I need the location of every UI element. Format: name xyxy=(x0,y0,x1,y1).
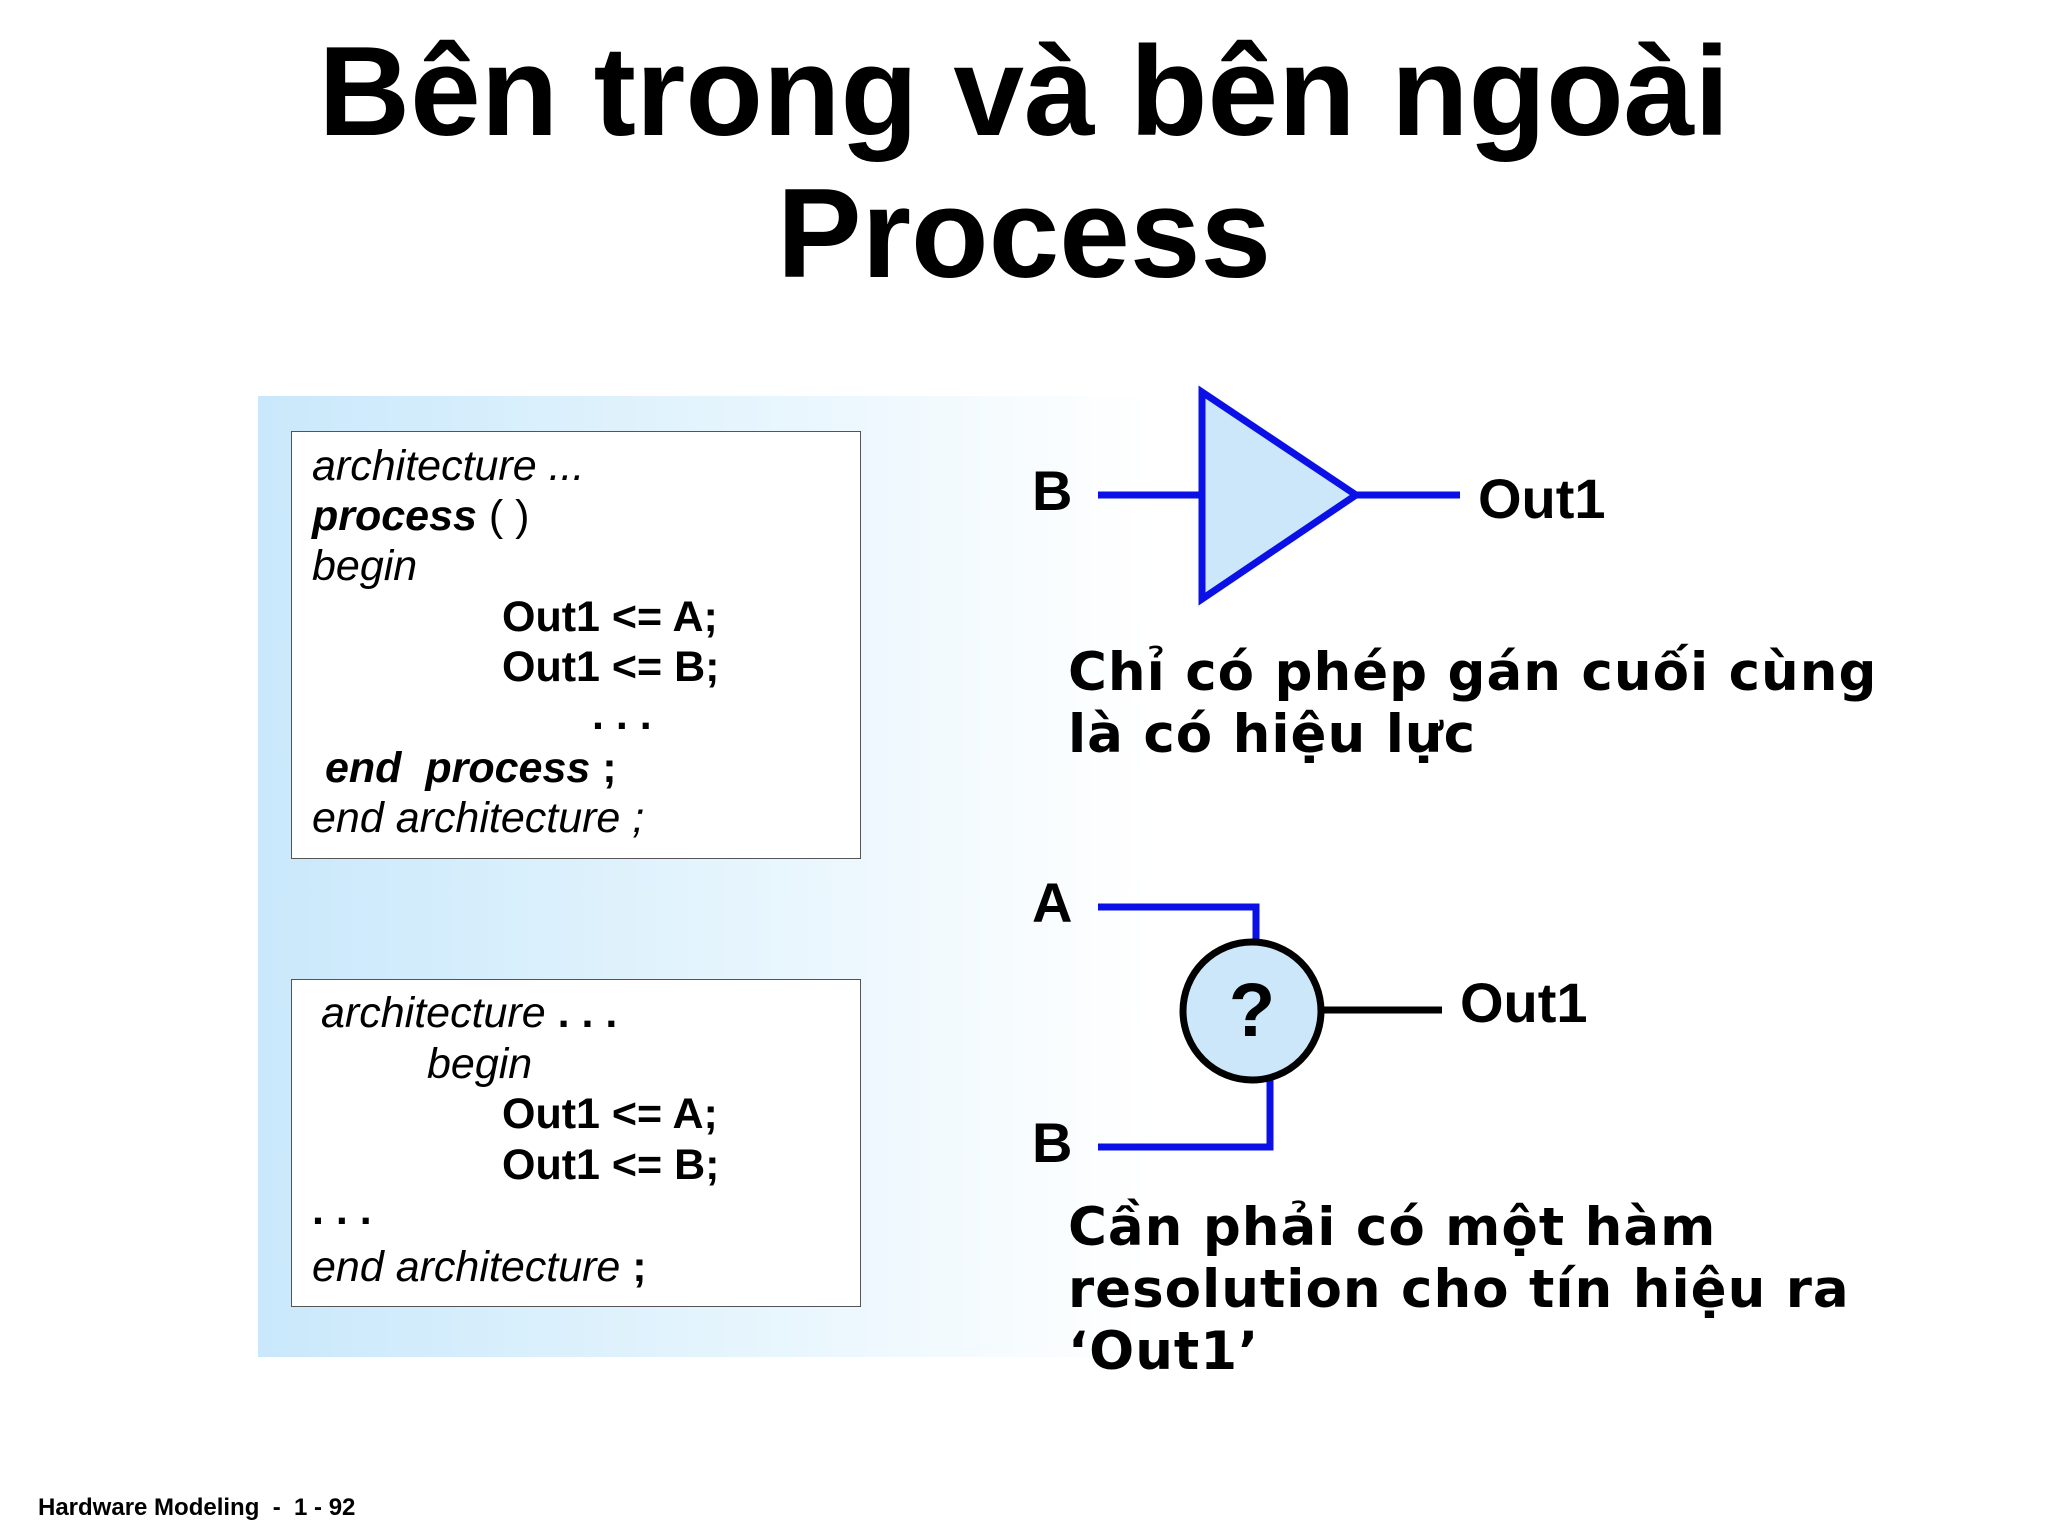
caption-line: resolution cho tín hiệu ra xyxy=(1068,1259,1850,1320)
caption-line: Cần phải có một hàm xyxy=(1068,1197,1717,1258)
output-label-out1: Out1 xyxy=(1478,467,1606,530)
caption-line: là có hiệu lực xyxy=(1068,704,1477,765)
code-line: begin xyxy=(312,542,418,590)
code-box-concurrent: architecture . . . begin Out1 <= A; Out1… xyxy=(291,979,861,1307)
code-text: ( ) xyxy=(476,492,530,540)
code-line: Out1 <= B; xyxy=(502,643,720,691)
code-line: Out1 <= A; xyxy=(502,1090,718,1138)
code-box-process: architecture ... process ( ) begin Out1 … xyxy=(291,431,861,859)
question-mark-symbol: ? xyxy=(1229,968,1275,1053)
code-line: . . . xyxy=(312,1186,372,1234)
wire-input-b xyxy=(1098,1078,1274,1151)
code-line: end process ; xyxy=(325,743,617,793)
code-line: end architecture ; xyxy=(312,1242,647,1292)
input-label-b: B xyxy=(1032,459,1073,522)
resolution-function-icon xyxy=(1179,938,1325,1084)
code-text: end architecture xyxy=(312,1243,621,1291)
code-keyword: architecture xyxy=(321,989,546,1037)
code-line: Out1 <= A; xyxy=(502,593,718,641)
code-text: ; xyxy=(620,1243,647,1291)
code-line: begin xyxy=(427,1040,533,1088)
caption-line: ‘Out1’ xyxy=(1068,1321,1260,1382)
code-line: end architecture ; xyxy=(312,794,645,842)
code-line: architecture . . . xyxy=(321,988,617,1038)
code-line: architecture ... xyxy=(312,442,585,490)
code-keyword: process xyxy=(312,492,477,540)
code-keyword: process xyxy=(425,744,591,792)
caption-bottom: Cần phải có một hàm resolution cho tín h… xyxy=(1068,1197,1850,1383)
caption-line: Chỉ có phép gán cuối cùng xyxy=(1068,642,1878,703)
input-label-b: B xyxy=(1032,1111,1073,1174)
slide-footer: Hardware Modeling - 1 - 92 xyxy=(38,1494,356,1521)
title-line-1: Bên trong và bên ngoài xyxy=(318,20,1730,162)
wire-input-a xyxy=(1098,903,1260,943)
code-line: process ( ) xyxy=(312,491,529,541)
code-line: . . . xyxy=(592,691,652,739)
caption-top: Chỉ có phép gán cuối cùng là có hiệu lực xyxy=(1068,642,1877,766)
code-text: . . . xyxy=(545,989,618,1037)
code-keyword: end xyxy=(325,744,402,792)
slide-title: Bên trong và bên ngoài Process xyxy=(0,20,2048,304)
title-line-2: Process xyxy=(776,162,1272,304)
code-line: Out1 <= B; xyxy=(502,1141,720,1189)
input-label-a: A xyxy=(1032,871,1073,934)
output-label-out1: Out1 xyxy=(1460,971,1588,1034)
code-text: ; xyxy=(590,744,617,792)
buffer-icon xyxy=(1198,385,1363,606)
